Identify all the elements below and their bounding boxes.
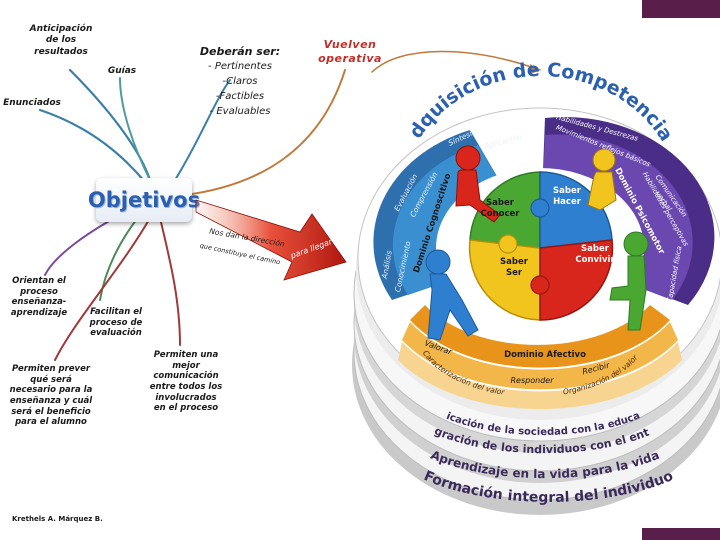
puzzle-saber-ser: Saber Ser (500, 257, 528, 278)
branch-orientan: Orientan el proceso enseñanza- aprendiza… (10, 276, 68, 318)
puzzle-saber-conocer: Saber Conocer (480, 198, 520, 219)
red-figure (455, 145, 501, 223)
author-credit: Krethels A. Márquez B. (12, 515, 103, 523)
puzzle-saber-hacer: Saber Hacer (553, 186, 581, 207)
deberan-title: Deberán ser: (199, 45, 281, 58)
deberan-item-claros: -Claros (222, 76, 258, 87)
branch-guias: Guías (107, 66, 137, 76)
green-figure (609, 231, 649, 331)
yellow-figure (587, 148, 617, 211)
corner-bar-top (642, 0, 720, 18)
branch-facilitan: Facilitan el proceso de evaluación (89, 307, 143, 339)
objetivos-node: Objetivos (88, 178, 200, 222)
aff-responder: Responder (510, 376, 554, 385)
deberan-item-factibles: -Factibles (215, 91, 265, 102)
puzzle-saber-convivir: Saber Convivir (575, 244, 615, 265)
deberan-item-pertinentes: - Pertinentes (208, 61, 272, 72)
branch-permiten-comunicacion: Permiten una mejor comunicación entre to… (149, 350, 223, 414)
vuelven-operativa: Vuelven operativa (318, 38, 382, 65)
corner-bar-bottom (642, 528, 720, 540)
branch-anticipacion: Anticipación de los resultados (29, 24, 93, 57)
deberan-item-evaluables: - Evaluables (209, 106, 271, 117)
branch-permiten-prever: Permiten prever qué será necesario para … (9, 364, 93, 428)
objetivos-label: Objetivos (87, 188, 201, 212)
blue-figure (425, 249, 479, 341)
aff-domain: Dominio Afectivo (504, 350, 586, 360)
branch-enunciados: Enunciados (3, 98, 61, 108)
